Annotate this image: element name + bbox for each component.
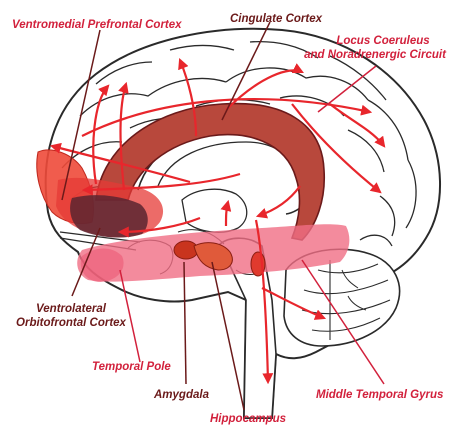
label-locus-line1: Locus Coeruleus [318, 34, 448, 48]
label-vlofc-line2: Orbitofrontal Cortex [6, 316, 136, 330]
label-vmpfc: Ventromedial Prefrontal Cortex [12, 18, 182, 32]
label-cingulate: Cingulate Cortex [230, 12, 322, 26]
label-hippocampus: Hippocampus [210, 412, 286, 426]
label-mtg: Middle Temporal Gyrus [316, 388, 443, 402]
label-amygdala: Amygdala [154, 388, 209, 402]
amygdala-region [174, 241, 198, 259]
label-locus-line2: and Noradrenergic Circuit [300, 48, 450, 62]
label-vlofc-line1: Ventrolateral [6, 302, 136, 316]
label-temporal-pole: Temporal Pole [92, 360, 171, 374]
